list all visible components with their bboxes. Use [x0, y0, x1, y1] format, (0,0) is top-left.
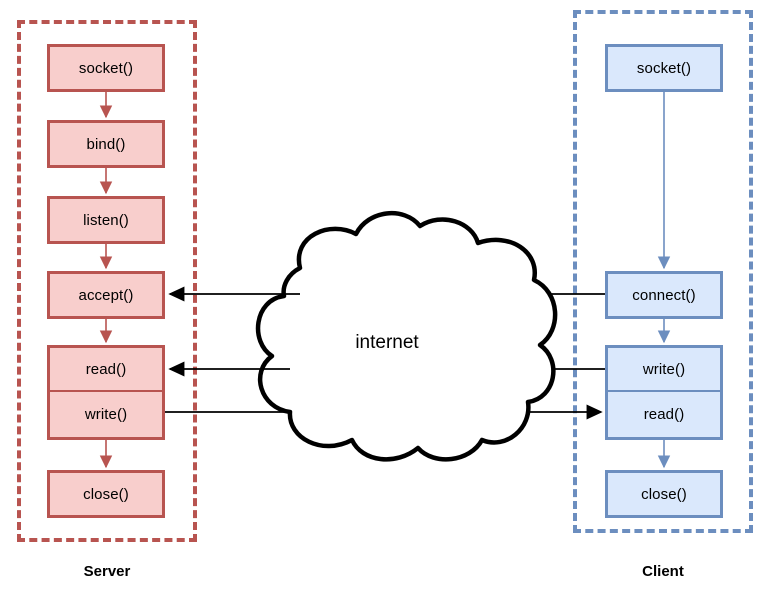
node-server-close[interactable]: close() [47, 470, 165, 518]
node-label: read() [85, 360, 127, 378]
node-server-read[interactable]: read() [47, 345, 165, 392]
node-client-connect[interactable]: connect() [605, 271, 723, 319]
client-group-box [573, 10, 753, 533]
server-label-text: Server [83, 563, 131, 580]
client-group-label: Client [573, 563, 753, 580]
node-client-write[interactable]: write() [605, 345, 723, 392]
node-label: write() [642, 360, 686, 378]
node-client-read[interactable]: read() [605, 392, 723, 440]
node-label: read() [643, 406, 685, 423]
node-label: socket() [78, 59, 134, 77]
node-label: write() [84, 406, 128, 423]
node-server-socket[interactable]: socket() [47, 44, 165, 92]
server-group-box [17, 20, 197, 542]
client-label-text: Client [642, 563, 684, 580]
node-label: bind() [86, 135, 126, 153]
internet-cloud-label: internet [307, 332, 467, 354]
node-label: socket() [636, 59, 692, 77]
node-client-close[interactable]: close() [605, 470, 723, 518]
node-label: accept() [78, 286, 134, 304]
node-label: connect() [632, 286, 696, 304]
cloud-label-text: internet [355, 332, 419, 353]
node-server-listen[interactable]: listen() [47, 196, 165, 244]
server-group-label: Server [17, 563, 197, 580]
node-client-socket[interactable]: socket() [605, 44, 723, 92]
node-label: listen() [83, 211, 129, 229]
node-server-write[interactable]: write() [47, 392, 165, 440]
node-server-accept[interactable]: accept() [47, 271, 165, 319]
node-server-bind[interactable]: bind() [47, 120, 165, 168]
node-label: close() [641, 485, 687, 503]
node-label: close() [83, 485, 129, 503]
